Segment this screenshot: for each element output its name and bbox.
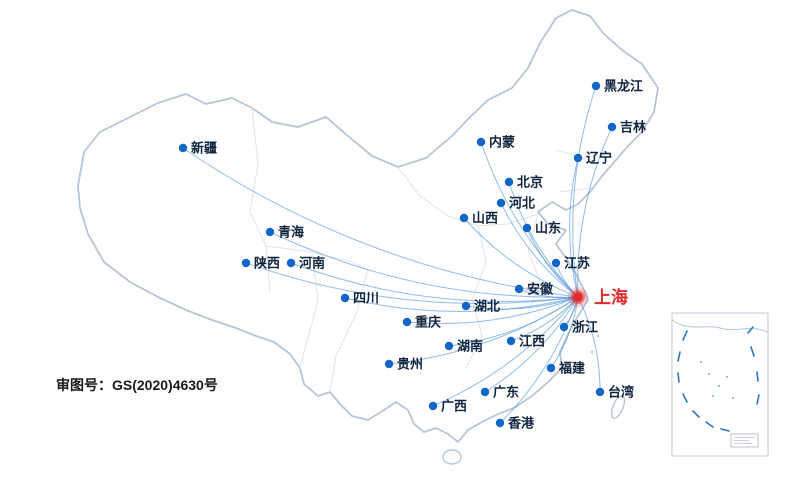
province-dot [559,322,569,332]
province-label: 湖北 [474,299,500,314]
province-label: 台湾 [608,385,634,400]
inset-scale-box [730,433,759,448]
coastal-islet [596,334,600,338]
province-dot [241,258,251,268]
route-line [526,227,579,298]
route-line [484,296,579,393]
route-line [577,126,613,298]
route-line [344,296,579,312]
map-approval-number: 审图号：GS(2020)4630号 [56,377,218,393]
province-dot [546,363,556,373]
province-label: 河南 [299,256,325,271]
province-label: 广东 [493,385,519,400]
route-line [577,296,601,393]
shanghai-label: 上海 [594,287,628,307]
province-label: 浙江 [572,320,598,335]
route-line [550,296,579,369]
province-label: 重庆 [415,315,441,330]
shanghai-marker [573,292,583,302]
route-line [510,296,579,342]
route-line [245,262,579,305]
province-label: 四川 [353,291,379,306]
hainan-island [442,449,462,465]
taiwan-island [610,395,626,419]
province-borders [249,107,611,393]
routes-layer [182,85,613,424]
route-line [406,296,579,325]
province-label: 江苏 [564,256,590,271]
province-label: 北京 [517,175,543,190]
province-dot [591,81,601,91]
route-line [499,296,579,424]
province-dot [459,213,469,223]
route-line [290,262,579,302]
province-label: 香港 [507,416,535,431]
route-line [388,296,579,365]
province-label: 安徽 [527,282,554,297]
route-line [463,217,579,298]
route-line [465,296,579,310]
route-line [269,231,579,298]
province-dot [573,153,583,163]
route-line [572,85,597,298]
province-dot [514,284,524,294]
province-dot [444,341,454,351]
province-label: 湖南 [457,339,483,354]
province-label: 山东 [535,221,561,236]
inset-frame [671,312,769,457]
province-dot [265,227,275,237]
route-line [569,157,579,298]
nine-dash-line [677,326,760,432]
province-label: 吉林 [620,120,646,135]
route-line [500,202,579,298]
china-border-outline [77,9,659,443]
province-dot [384,359,394,369]
province-dot [522,223,532,233]
province-dot [480,387,490,397]
province-label: 黑龙江 [604,79,643,94]
province-label: 山西 [472,211,498,226]
province-dot [476,137,486,147]
province-dot [607,122,617,132]
map-base [77,9,659,465]
province-label: 河北 [509,196,535,211]
province-label: 青海 [278,225,304,240]
province-dot [402,317,412,327]
inset-islets [700,361,734,399]
route-line [480,141,579,298]
province-dot [461,301,471,311]
province-dot [506,336,516,346]
province-dot [340,293,350,303]
province-dot [504,177,514,187]
route-line [432,296,579,407]
province-dot [428,401,438,411]
province-dot [595,387,605,397]
province-dot [551,258,561,268]
province-dot [286,258,296,268]
province-label: 内蒙 [489,135,515,150]
province-label: 福建 [558,361,585,376]
province-label: 新疆 [191,141,217,156]
province-label: 陕西 [254,256,280,271]
province-dot [178,143,188,153]
province-label: 辽宁 [586,151,612,166]
province-dot [496,198,506,208]
province-label: 贵州 [397,357,423,372]
province-label: 江西 [519,334,545,349]
coastal-islet [590,350,594,354]
province-label: 广西 [441,399,467,414]
province-dot [495,418,505,428]
inset-coastline [671,319,769,333]
south-china-sea-inset [671,312,769,457]
